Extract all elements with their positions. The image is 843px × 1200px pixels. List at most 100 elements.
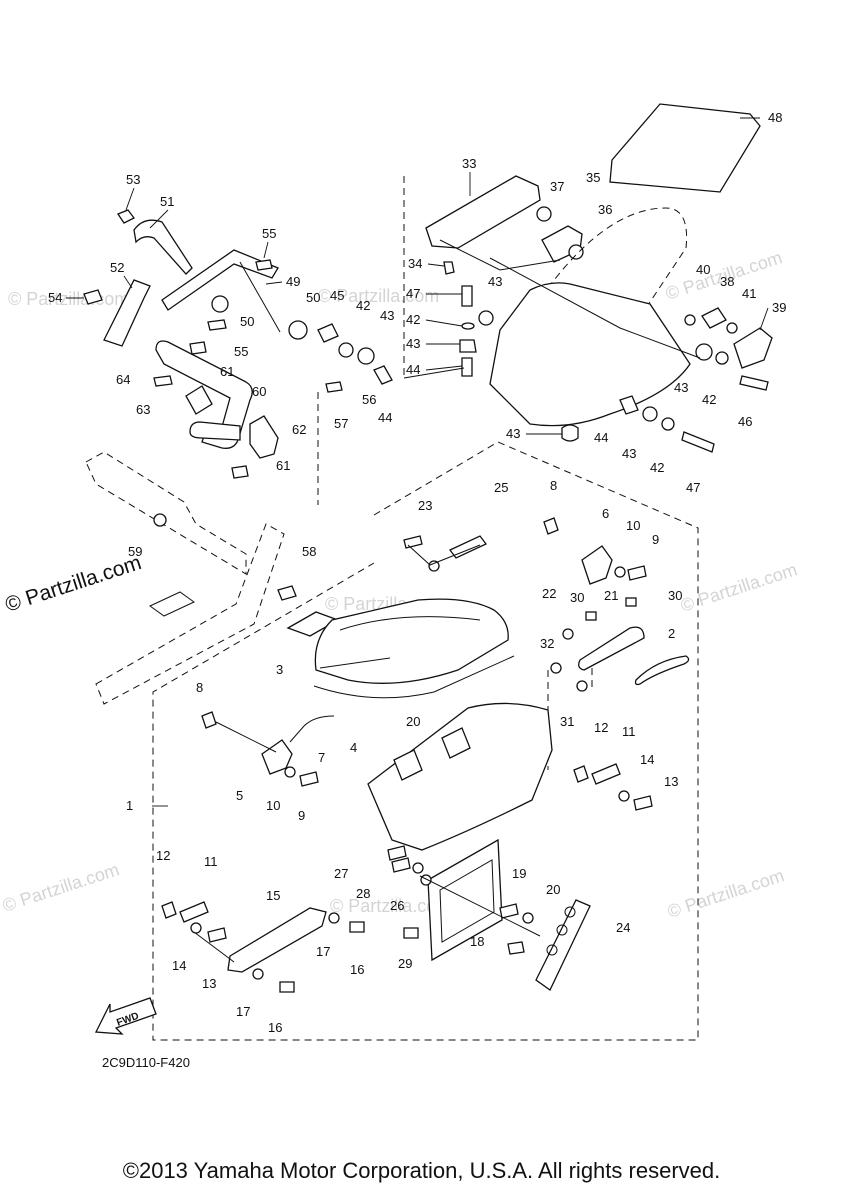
callout-16: 16 (350, 962, 364, 977)
callout-32: 32 (540, 636, 554, 651)
washer-28 (420, 874, 432, 886)
grommet-22 (562, 628, 574, 640)
callout-8: 8 (196, 680, 203, 695)
bolt-9 (299, 771, 319, 787)
cushion-12 (573, 765, 589, 783)
callout-13: 13 (202, 976, 216, 991)
fwd-arrow-icon (94, 997, 157, 1035)
damper-43 (357, 347, 375, 365)
callout-47: 47 (406, 286, 420, 301)
callout-14: 14 (172, 958, 186, 973)
reflector-2 (634, 655, 690, 686)
bolt-58 (277, 585, 297, 601)
callout-45: 45 (330, 288, 344, 303)
callout-44: 44 (406, 362, 420, 377)
guard-rail-group (83, 209, 393, 705)
callout-30: 30 (570, 590, 584, 605)
washer-14 (618, 790, 630, 802)
watermark-faint: © Partzilla.com (318, 286, 439, 306)
callout-63: 63 (136, 402, 150, 417)
collar-44 (619, 395, 639, 415)
callout-42: 42 (702, 392, 716, 407)
bolt-9 (627, 565, 647, 581)
bolt-13 (633, 795, 653, 811)
washer-42 (661, 417, 675, 431)
bracket-49 (161, 249, 279, 311)
screw-34 (443, 261, 455, 275)
callout-42: 42 (356, 298, 370, 313)
callout-47: 47 (686, 480, 700, 495)
callout-20: 20 (406, 714, 420, 729)
screw-27 (387, 845, 407, 861)
stay-52 (103, 279, 151, 347)
latch-15 (227, 907, 327, 973)
callout-23: 23 (418, 498, 432, 513)
callout-12: 12 (594, 720, 608, 735)
washer-42 (715, 351, 729, 365)
callout-59: 59 (128, 544, 142, 559)
saddlebag-lower-group (161, 517, 690, 993)
watermark-faint: © Partzilla.com (678, 559, 800, 616)
callout-31: 31 (560, 714, 574, 729)
callout-24: 24 (616, 920, 630, 935)
bolt-61 (231, 465, 249, 479)
callout-27: 27 (334, 866, 348, 881)
callout-19: 19 (512, 866, 526, 881)
callout-9: 9 (298, 808, 305, 823)
callout-2: 2 (668, 626, 675, 641)
callout-42: 42 (406, 312, 420, 327)
cushion-8 (201, 711, 217, 729)
callout-21: 21 (604, 588, 618, 603)
callout-39: 39 (772, 300, 786, 315)
callout-40: 40 (696, 262, 710, 277)
callout-53: 53 (126, 172, 140, 187)
bolt-55 (207, 319, 227, 331)
callout-43: 43 (622, 446, 636, 461)
callout-49: 49 (286, 274, 300, 289)
washer-42 (461, 322, 475, 330)
callout-42: 42 (650, 460, 664, 475)
bag-body (367, 702, 553, 851)
damper-43 (642, 406, 658, 422)
clamp-63 (185, 385, 213, 415)
damper-43 (695, 343, 713, 361)
guard-60-lower (189, 421, 241, 441)
callout-16: 16 (268, 1020, 282, 1035)
bolt-61 (189, 341, 207, 355)
watermark-faint: © Partzilla.com (8, 289, 129, 309)
collar-44 (461, 357, 473, 377)
saddlebag-case (489, 282, 691, 427)
callout-26: 26 (390, 898, 404, 913)
bolt-57 (325, 381, 343, 393)
callout-4: 4 (350, 740, 357, 755)
screw-16 (279, 981, 295, 993)
bracket-39 (733, 327, 773, 369)
washer-20 (522, 912, 534, 924)
callout-6: 6 (602, 506, 609, 521)
callout-43: 43 (674, 380, 688, 395)
guard-60 (155, 340, 253, 449)
callout-55: 55 (234, 344, 248, 359)
hinge-11 (179, 901, 209, 923)
bolt-46 (739, 375, 769, 391)
callout-60: 60 (252, 384, 266, 399)
callout-43: 43 (406, 336, 420, 351)
washer-42 (338, 342, 354, 358)
callout-3: 3 (276, 662, 283, 677)
fwd-arrow: FWD (94, 997, 157, 1035)
callout-44: 44 (378, 410, 392, 425)
callout-17: 17 (316, 944, 330, 959)
callout-55: 55 (262, 226, 276, 241)
bolt-54 (83, 289, 103, 305)
callout-15: 15 (266, 888, 280, 903)
drawing-code: 2C9D110-F420 (102, 1055, 190, 1070)
wire-7 (289, 715, 335, 743)
clip-38 (701, 307, 727, 329)
clamp-20 (441, 727, 471, 759)
callout-48: 48 (768, 110, 782, 125)
cap-53 (117, 209, 135, 224)
callout-61: 61 (276, 458, 290, 473)
clamp-20 (393, 749, 423, 781)
callout-28: 28 (356, 886, 370, 901)
